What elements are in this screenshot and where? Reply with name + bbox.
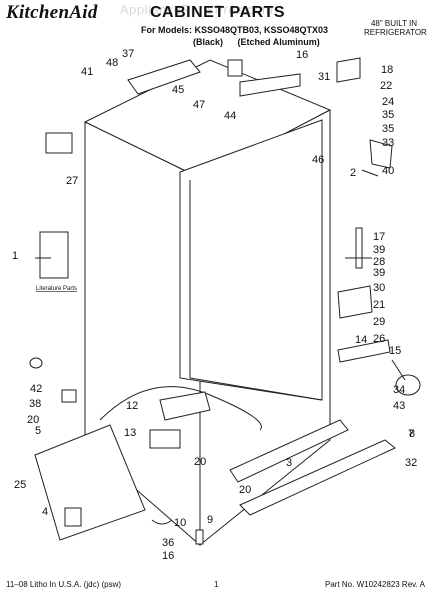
callout-38: 38 <box>29 398 41 410</box>
callout-7: 7 <box>408 428 414 440</box>
callout-5: 5 <box>35 425 41 437</box>
product-type: 48" BUILT IN REFRIGERATOR <box>364 19 427 37</box>
callout-29: 29 <box>373 316 385 328</box>
callout-43: 43 <box>393 400 405 412</box>
literature-label: Literature Parts <box>36 286 77 292</box>
grille-3 <box>229 419 349 483</box>
callout-42: 42 <box>30 383 42 395</box>
callout-12: 12 <box>126 400 138 412</box>
callout-35: 35 <box>382 123 394 135</box>
callout-8: 8 <box>409 428 415 440</box>
callout-15: 15 <box>389 345 401 357</box>
models-line: For Models: KSSO48QTB03, KSSO48QTX03 <box>141 25 329 35</box>
mount-block <box>227 59 243 77</box>
callout-26: 26 <box>373 333 385 345</box>
footer-litho: 11–08 Litho In U.S.A. (jdc) (psw) <box>6 580 122 589</box>
callout-numbers: 3748454147441631182224353533404622711739… <box>12 48 417 562</box>
clip-38 <box>61 389 77 403</box>
callout-20: 20 <box>194 456 206 468</box>
callout-39: 39 <box>373 267 385 279</box>
literature-parts <box>39 231 69 279</box>
callout-46: 46 <box>312 154 324 166</box>
hinge-pin <box>355 227 363 269</box>
callout-34: 34 <box>393 384 405 396</box>
lower-hinge-plate <box>337 285 373 319</box>
product-type-line2: REFRIGERATOR <box>364 28 427 37</box>
callout-1: 1 <box>12 250 18 262</box>
callout-16: 16 <box>162 550 174 562</box>
callout-28: 28 <box>373 256 385 268</box>
callout-4: 4 <box>42 506 48 518</box>
page-title: CABINET PARTS <box>150 4 286 21</box>
closer-cap <box>395 374 421 396</box>
callout-39: 39 <box>373 244 385 256</box>
hinge-plate-top <box>336 57 361 83</box>
leveler-4 <box>64 507 82 527</box>
callout-18: 18 <box>381 64 393 76</box>
callout-21: 21 <box>373 299 385 311</box>
callout-36: 36 <box>162 537 174 549</box>
door-closer <box>337 339 391 363</box>
rear-bracket <box>239 73 301 97</box>
callout-37: 37 <box>122 48 134 60</box>
callout-40: 40 <box>382 165 394 177</box>
spring-10 <box>151 519 173 525</box>
callout-48: 48 <box>106 57 118 69</box>
callout-35: 35 <box>382 109 394 121</box>
model-variants: (Black) (Etched Aluminum) <box>193 37 332 47</box>
callout-45: 45 <box>172 84 184 96</box>
callout-13: 13 <box>124 427 136 439</box>
watermark: AppliancePartsPros.com <box>120 2 274 17</box>
callout-17: 17 <box>373 231 385 243</box>
callout-25: 25 <box>14 479 26 491</box>
bracket-12 <box>159 391 211 421</box>
product-type-line1: 48" BUILT IN <box>370 19 418 28</box>
callout-9: 9 <box>207 514 213 526</box>
kickplate-32 <box>239 439 396 516</box>
callout-31: 31 <box>318 71 330 83</box>
plug-42 <box>29 357 43 369</box>
hinge-bracket-right <box>369 139 393 169</box>
callout-47: 47 <box>193 99 205 111</box>
callout-41: 41 <box>81 66 93 78</box>
bracket-13 <box>149 429 181 449</box>
footer-page-number: 1 <box>214 580 219 589</box>
base-frame <box>34 424 146 541</box>
hinge-cover-27 <box>45 132 73 154</box>
callout-32: 32 <box>405 457 417 469</box>
callout-27: 27 <box>66 175 78 187</box>
callout-2: 2 <box>350 167 356 179</box>
callout-33: 33 <box>382 137 394 149</box>
callout-24: 24 <box>382 96 394 108</box>
callout-16: 16 <box>296 49 308 61</box>
callout-22: 22 <box>380 80 392 92</box>
footer-part-number: Part No. W10242823 Rev. A <box>325 580 425 589</box>
callout-10: 10 <box>174 517 186 529</box>
callout-3: 3 <box>286 457 292 469</box>
callout-20: 20 <box>239 484 251 496</box>
brand-logo: KitchenAid <box>6 2 98 23</box>
variant-aluminum: (Etched Aluminum) <box>237 37 320 47</box>
callout-30: 30 <box>373 282 385 294</box>
variant-black: (Black) <box>193 37 224 47</box>
screw-36 <box>195 529 204 545</box>
callout-44: 44 <box>224 110 236 122</box>
callout-14: 14 <box>355 334 367 346</box>
callout-20: 20 <box>27 414 39 426</box>
top-hinge-bracket <box>127 59 201 95</box>
